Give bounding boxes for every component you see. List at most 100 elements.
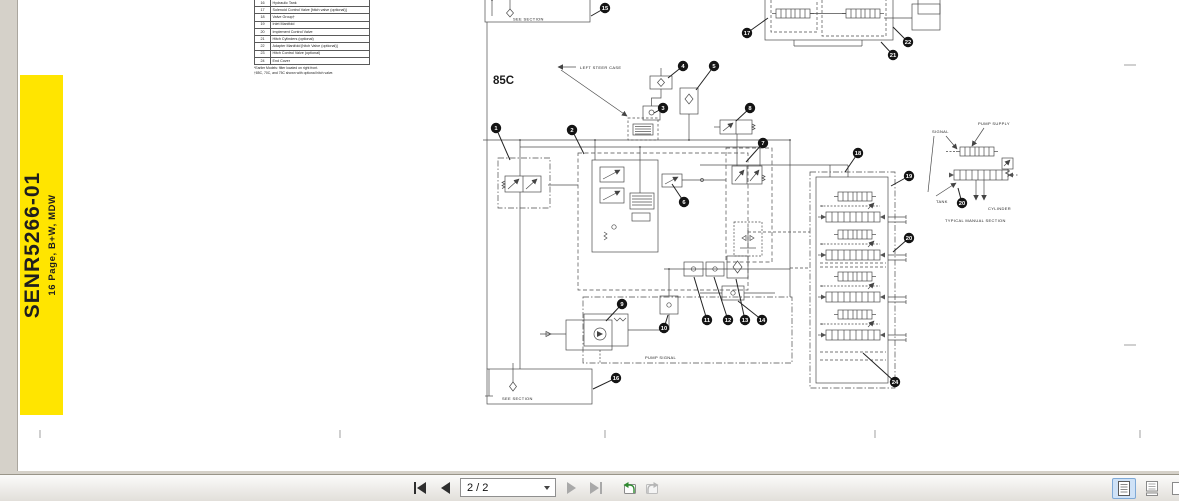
- svg-text:20: 20: [959, 201, 965, 207]
- check-valve-row: [664, 256, 790, 300]
- callout-balloon: 10: [659, 315, 669, 333]
- typical-manual-section-detail: SIGNAL PUMP SUPPLY TANK CYLINDER TYPICAL…: [928, 121, 1018, 223]
- svg-text:11: 11: [704, 318, 711, 324]
- legend-item-description: Adapter Manifold [hitch Valve (optional)…: [271, 43, 370, 50]
- callout-balloon: 20: [893, 233, 914, 252]
- facing-pages-view-icon: [1172, 481, 1179, 496]
- callout-balloon: 21: [881, 42, 898, 60]
- callout-balloon: 16: [593, 373, 621, 389]
- pump-signal-label: PUMP SIGNAL: [645, 355, 677, 360]
- legend-item-description: End Cover: [271, 57, 370, 64]
- page-navigation: [410, 475, 663, 500]
- callout-balloon: 8: [736, 103, 755, 121]
- registration-marks: [40, 65, 1140, 438]
- legend-item-description: Hitch Cylinders (optional): [271, 36, 370, 43]
- typical-manual-section-label: TYPICAL MANUAL SECTION: [945, 218, 1006, 223]
- signal-label: SIGNAL: [932, 129, 949, 134]
- continuous-view-icon: [1146, 481, 1158, 496]
- previous-page-icon: [441, 482, 450, 494]
- callout-balloon: 19: [891, 171, 914, 186]
- legend-item-description: Implement Control Valve: [271, 28, 370, 35]
- left-steer-case-label: LEFT STEER CASE: [580, 65, 621, 70]
- page-number-combobox[interactable]: [460, 478, 556, 497]
- first-page-icon: [414, 482, 417, 494]
- hydraulic-tank-box: SEE SECTION: [485, 363, 592, 404]
- svg-text:21: 21: [890, 53, 897, 59]
- legend-item-description: Hitch Control Valve (optional): [271, 50, 370, 57]
- callout-balloon: 9: [606, 299, 627, 321]
- callout-balloon: 15: [591, 3, 610, 16]
- main-valve-dashed-group: [578, 140, 748, 290]
- svg-text:16: 16: [613, 376, 620, 382]
- svg-text:13: 13: [742, 318, 749, 324]
- see-section-label: SEE SECTION: [502, 396, 533, 401]
- svg-text:12: 12: [725, 318, 731, 324]
- last-page-button[interactable]: [586, 478, 606, 498]
- previous-view-button[interactable]: [619, 478, 639, 498]
- callout-balloon: 6: [672, 184, 689, 207]
- callout-balloon: 3: [654, 103, 668, 113]
- svg-text:17: 17: [744, 31, 750, 37]
- svg-text:24: 24: [892, 380, 899, 386]
- previous-page-button[interactable]: [435, 478, 455, 498]
- view-history-buttons: [619, 478, 663, 498]
- see-section-label: SEE SECTION: [513, 17, 544, 22]
- legend-item-description: Valve Group†: [271, 14, 370, 21]
- legend-item-description: Inlet Manifold: [271, 21, 370, 28]
- page-number-input[interactable]: [461, 482, 539, 494]
- callout-balloon: 1: [491, 123, 510, 160]
- svg-text:10: 10: [661, 326, 667, 332]
- legend-item-number: 23: [255, 50, 271, 57]
- page-layout-buttons: [1112, 478, 1179, 499]
- legend-item-number: 21: [255, 36, 271, 43]
- legend-item-number: 20: [255, 28, 271, 35]
- callout-balloon: 18: [845, 148, 863, 172]
- svg-text:20: 20: [906, 236, 912, 242]
- first-page-button[interactable]: [410, 478, 430, 498]
- left-steer-case-label-group: LEFT STEER CASE: [558, 65, 627, 116]
- legend-footnote: †85C, 70C, and 75C shown with optional h…: [254, 71, 372, 76]
- svg-text:14: 14: [759, 318, 766, 324]
- facing-pages-view-button[interactable]: [1168, 478, 1179, 499]
- callout-balloon: 17: [742, 18, 768, 38]
- callout-balloon: 2: [567, 125, 584, 154]
- cylinder-label: CYLINDER: [988, 206, 1011, 211]
- top-tank-partial: SEE SECTION: [485, 0, 590, 22]
- continuous-view-button[interactable]: [1140, 478, 1164, 499]
- document-number: SENR5266-01: [20, 75, 46, 415]
- svg-text:15: 15: [602, 6, 609, 12]
- single-page-view-button[interactable]: [1112, 478, 1136, 499]
- legend-item-number: 16: [255, 0, 271, 7]
- page-toolbar: [0, 474, 1179, 501]
- legend-footnotes: *Earlier Models: filter located on right…: [254, 66, 372, 75]
- next-page-button[interactable]: [561, 478, 581, 498]
- legend-item-number: 18: [255, 14, 271, 21]
- callout-balloon: 5: [696, 61, 719, 90]
- next-view-icon: [644, 480, 662, 495]
- svg-text:7: 7: [761, 141, 764, 147]
- implement-valve-bank: [810, 165, 906, 388]
- next-view-button[interactable]: [643, 478, 663, 498]
- legend-item-number: 19: [255, 21, 271, 28]
- callout-balloon: 11: [694, 277, 712, 325]
- chevron-down-icon[interactable]: [544, 486, 550, 490]
- part-number-banner: SENR5266-01 16 Page, B+W, MDW: [20, 75, 63, 415]
- pump-supply-label: PUMP SUPPLY: [978, 121, 1010, 126]
- legend-item-number: 22: [255, 43, 271, 50]
- tank-label: TANK: [936, 199, 948, 204]
- legend-item-number: 17: [255, 7, 271, 14]
- previous-view-icon: [620, 480, 638, 495]
- svg-text:18: 18: [855, 151, 862, 157]
- next-page-icon: [567, 482, 576, 494]
